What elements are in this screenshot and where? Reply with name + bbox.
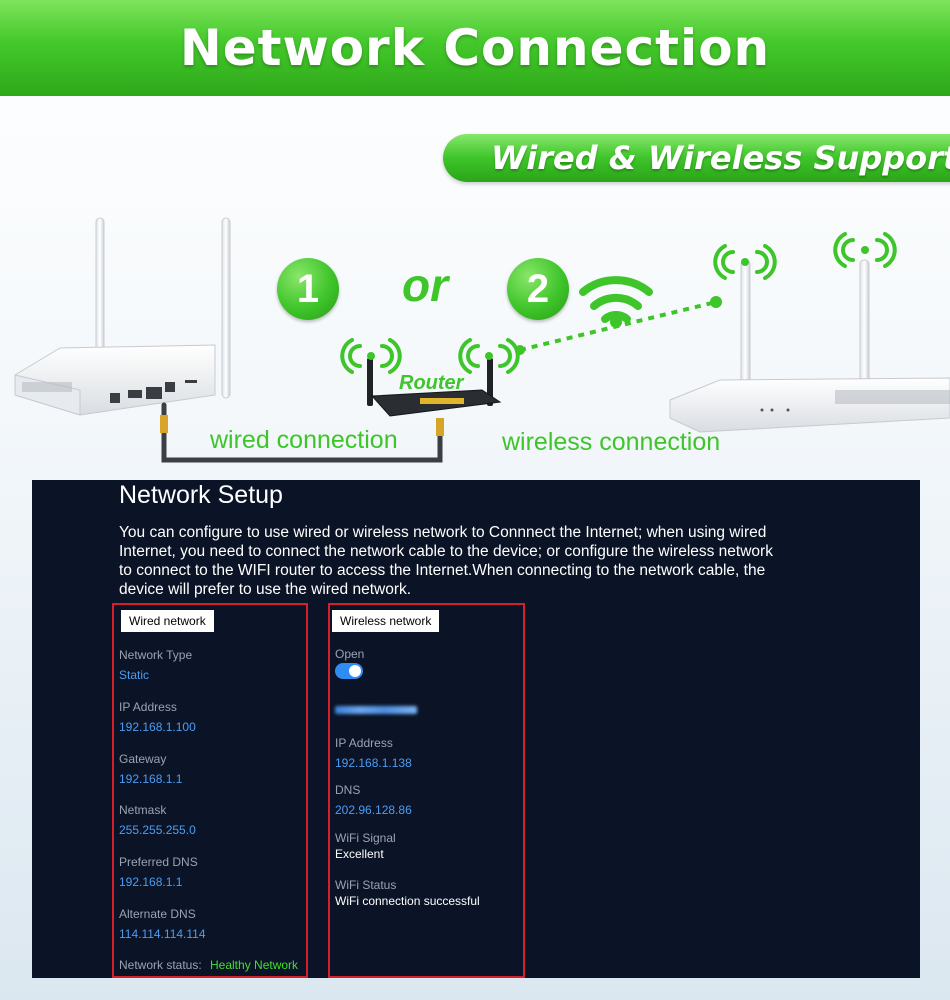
wifi-signal-label: WiFi Signal	[335, 831, 396, 845]
panel-description: You can configure to use wired or wirele…	[119, 524, 773, 598]
wireless-dns-label: DNS	[335, 783, 361, 797]
connection-diagram	[14, 217, 950, 463]
wireless-ip-value[interactable]: 192.168.1.138	[335, 756, 412, 770]
wifi-ssid-blurred[interactable]	[335, 706, 417, 714]
network-setup-panel: Network Setup You can configure to use w…	[32, 480, 920, 978]
right-nvr-device	[669, 232, 950, 433]
header-banner: Network Connection	[0, 0, 950, 96]
wired-ip-value[interactable]: 192.168.1.100	[119, 720, 196, 734]
tab-wired-network[interactable]: Wired network	[121, 610, 214, 632]
wireless-ip-label: IP Address	[335, 736, 393, 750]
cable-connector-right	[436, 418, 444, 436]
gateway-value[interactable]: 192.168.1.1	[119, 772, 183, 786]
wifi-status-value: WiFi connection successful	[335, 894, 480, 908]
open-label: Open	[335, 647, 365, 661]
network-type-label: Network Type	[119, 648, 193, 662]
tab-wireless-network[interactable]: Wireless network	[332, 610, 440, 632]
wifi-status-label: WiFi Status	[335, 878, 397, 892]
preferred-dns-value[interactable]: 192.168.1.1	[119, 875, 183, 889]
preferred-dns-label: Preferred DNS	[119, 855, 198, 869]
toggle-knob	[349, 665, 361, 677]
network-status-label: Network status:	[119, 958, 202, 972]
feature-badge: Wired & Wireless Support	[443, 134, 950, 182]
left-nvr-device	[14, 217, 231, 416]
wired-connection-label: wired connection	[210, 426, 398, 454]
alternate-dns-label: Alternate DNS	[119, 907, 196, 921]
netmask-label: Netmask	[119, 803, 167, 817]
step-2-badge: 2	[507, 258, 569, 320]
cable-connector-left	[160, 415, 168, 433]
wifi-open-toggle[interactable]	[335, 663, 363, 679]
router-label: Router	[399, 372, 464, 394]
wireless-connection-label: wireless connection	[502, 428, 721, 456]
wired-network-section: Wired network Network Type Static IP Add…	[112, 603, 308, 978]
or-label: or	[402, 259, 448, 311]
netmask-value[interactable]: 255.255.255.0	[119, 823, 196, 837]
network-status-value: Healthy Network	[210, 958, 299, 972]
alternate-dns-value[interactable]: 114.114.114.114	[119, 927, 206, 941]
page-title: Network Connection	[179, 19, 771, 77]
wireless-network-section: Wireless network Open IP Address 192.168…	[328, 603, 525, 978]
wired-ip-label: IP Address	[119, 700, 177, 714]
feature-badge-label: Wired & Wireless Support	[491, 139, 950, 177]
router-device	[340, 338, 520, 417]
panel-title: Network Setup	[119, 481, 283, 509]
wifi-icon	[579, 276, 653, 323]
network-type-value[interactable]: Static	[119, 668, 150, 682]
gateway-label: Gateway	[119, 752, 167, 766]
wireless-dns-value[interactable]: 202.96.128.86	[335, 803, 412, 817]
step-1-badge: 1	[277, 258, 339, 320]
wifi-signal-value: Excellent	[335, 847, 384, 861]
